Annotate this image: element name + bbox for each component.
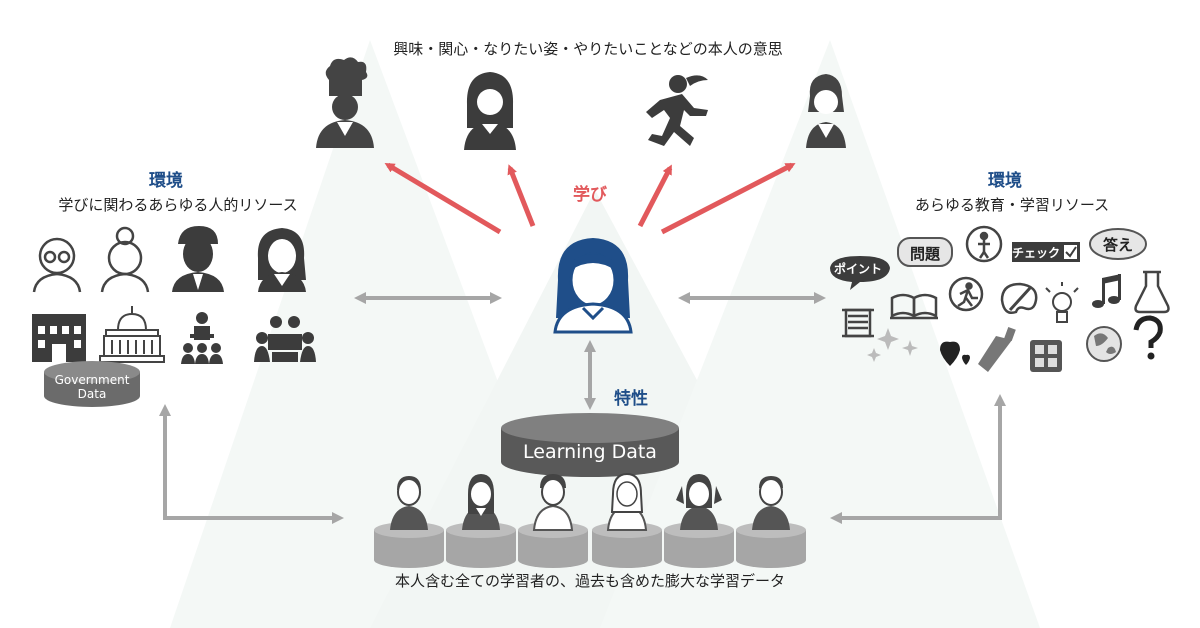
woman-icon (806, 74, 846, 148)
light-bulb-icon (1045, 282, 1079, 323)
paint-brush-icon (978, 326, 1016, 372)
runner-icon (646, 75, 708, 146)
sparkle-icon (867, 328, 918, 362)
music-note-icon (1092, 274, 1121, 308)
learner-boy-icon (390, 476, 428, 530)
learner-girl-braids-icon (462, 474, 500, 530)
student-icon (553, 238, 633, 334)
government-data-cylinder (44, 361, 140, 407)
top-caption: 興味・関心・なりたい姿・やりたいことなどの本人の意思 (393, 40, 783, 58)
flask-icon (1134, 270, 1170, 314)
problem-sticker-icon (897, 237, 953, 267)
bottom-caption: 本人含む全ての学習者の、過去も含めた膨大な学習データ (394, 572, 786, 590)
left-subheading: 学びに関わるあらゆる人的リソース (58, 196, 298, 214)
running-sign-icon (948, 276, 984, 312)
government-data-label: Government Data (55, 373, 130, 401)
learner-girl-longhair-icon (606, 472, 648, 531)
learning-data-cylinder (501, 413, 679, 477)
left-heading: 環境 (149, 171, 183, 191)
calculator-icon (1030, 340, 1062, 372)
learning-label: 学び (573, 185, 607, 205)
answer-sticker-label: 答え (1102, 236, 1134, 254)
learning-arrows (384, 162, 796, 235)
question-mark-icon (1133, 315, 1163, 360)
chef-icon (316, 57, 374, 148)
check-sticker-label: チェック (1011, 246, 1061, 260)
female-student-icon (464, 72, 516, 150)
trait-label: 特性 (614, 389, 648, 409)
government-data-line2: Data (77, 387, 107, 401)
learner-group (374, 472, 806, 568)
businessman-icon (172, 226, 224, 292)
book-icon (890, 293, 938, 320)
point-sticker-label: ポイント (833, 262, 883, 276)
elderly-woman-icon (100, 226, 150, 293)
art-palette-icon (1000, 282, 1038, 314)
school-building-icon (32, 314, 86, 362)
learner-boy-casual-icon (532, 474, 574, 531)
thread-spool-icon (842, 308, 874, 338)
government-data-line1: Government (54, 373, 130, 387)
check-sticker-icon (1012, 242, 1080, 262)
businesswoman-icon (257, 228, 306, 292)
capitol-building-icon (99, 306, 165, 363)
learner-boy-suit-icon (752, 476, 790, 530)
lecture-icon (181, 312, 223, 364)
connection-arrows (159, 292, 1006, 524)
meeting-icon (254, 316, 316, 362)
heart-icon (940, 341, 970, 366)
learning-data-label: Learning Data (523, 441, 657, 463)
answer-sticker-icon (1089, 228, 1147, 260)
globe-icon (1086, 326, 1122, 362)
right-subheading: あらゆる教育・学習リソース (914, 196, 1110, 214)
point-sticker-icon (830, 256, 890, 290)
elderly-man-icon (32, 237, 82, 293)
learner-girl-twintails-icon (676, 474, 722, 530)
person-in-circle-icon (965, 225, 1003, 263)
problem-sticker-label: 問題 (909, 245, 941, 263)
right-heading: 環境 (988, 171, 1022, 191)
